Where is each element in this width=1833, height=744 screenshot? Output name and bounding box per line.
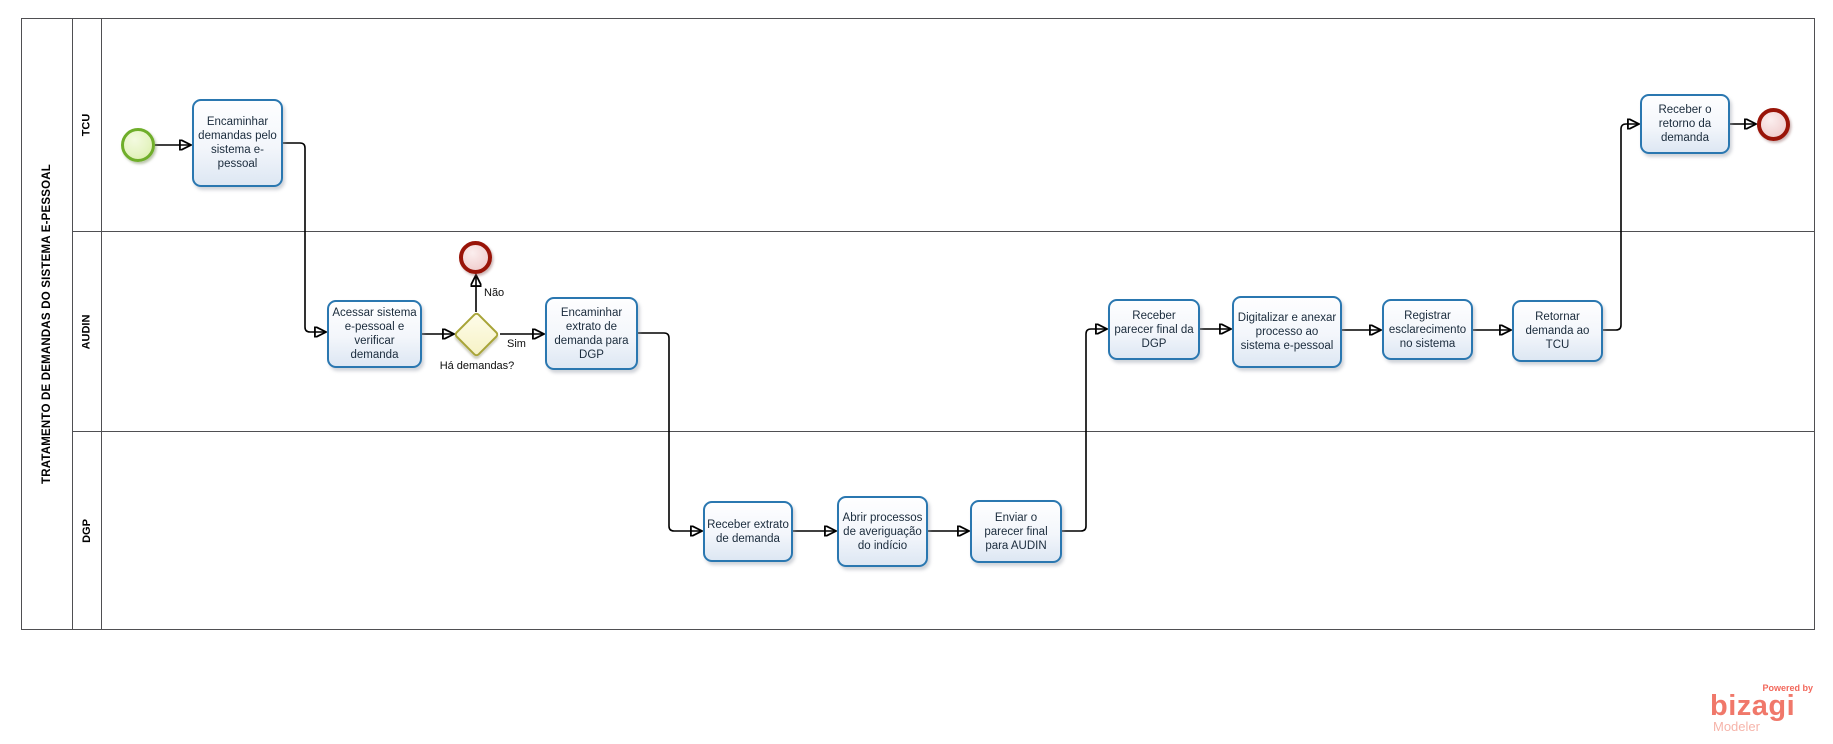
bizagi-branding: Powered by bizagi Modeler xyxy=(1710,683,1816,734)
task-receber-parecer[interactable]: Receber parecer final da DGP xyxy=(1108,299,1200,360)
lane-tcu-label-strip: TCU xyxy=(72,19,102,231)
task-enviar-parecer[interactable]: Enviar o parecer final para AUDIN xyxy=(970,500,1062,563)
task-registrar-esclarecimento[interactable]: Registrar esclarecimento no sistema xyxy=(1382,299,1473,360)
lane-dgp-label: DGP xyxy=(80,518,93,543)
pool-tratamento-demandas: TRATAMENTO DE DEMANDAS DO SISTEMA E-PESS… xyxy=(21,18,1815,630)
task-receber-extrato[interactable]: Receber extrato de demanda xyxy=(703,501,793,562)
lane-dgp-label-strip: DGP xyxy=(72,432,102,629)
task-encaminhar-extrato[interactable]: Encaminhar extrato de demanda para DGP xyxy=(545,297,638,370)
lane-audin-label: AUDIN xyxy=(80,314,93,349)
pool-title: TRATAMENTO DE DEMANDAS DO SISTEMA E-PESS… xyxy=(41,164,53,484)
gateway-question-label: Há demandas? xyxy=(439,360,515,372)
pool-title-strip: TRATAMENTO DE DEMANDAS DO SISTEMA E-PESS… xyxy=(22,19,73,629)
lane-dgp: DGP xyxy=(72,432,1814,629)
task-receber-retorno[interactable]: Receber o retorno da demanda xyxy=(1640,94,1730,154)
start-event[interactable] xyxy=(121,128,155,162)
task-acessar-sistema[interactable]: Acessar sistema e-pessoal e verificar de… xyxy=(327,300,422,368)
task-encaminhar-demandas[interactable]: Encaminhar demandas pelo sistema e-pesso… xyxy=(192,99,283,187)
modeler-text: Modeler xyxy=(1713,719,1760,734)
task-abrir-processos[interactable]: Abrir processos de averiguação do indíci… xyxy=(837,496,928,567)
powered-by-text: Powered by xyxy=(1762,683,1813,693)
lane-tcu-label: TCU xyxy=(80,113,93,137)
lane-audin: AUDIN xyxy=(72,232,1814,432)
task-retornar-demanda[interactable]: Retornar demanda ao TCU xyxy=(1512,300,1603,362)
lane-tcu: TCU xyxy=(72,19,1814,232)
end-event-tcu[interactable] xyxy=(1757,108,1790,141)
bizagi-logo: bizagi xyxy=(1710,690,1796,722)
lane-audin-label-strip: AUDIN xyxy=(72,232,102,431)
flow-label-nao: Não xyxy=(484,287,505,299)
task-digitalizar-anexar[interactable]: Digitalizar e anexar processo ao sistema… xyxy=(1232,296,1342,368)
end-event-audin[interactable] xyxy=(459,241,492,274)
flow-label-sim: Sim xyxy=(507,338,526,350)
